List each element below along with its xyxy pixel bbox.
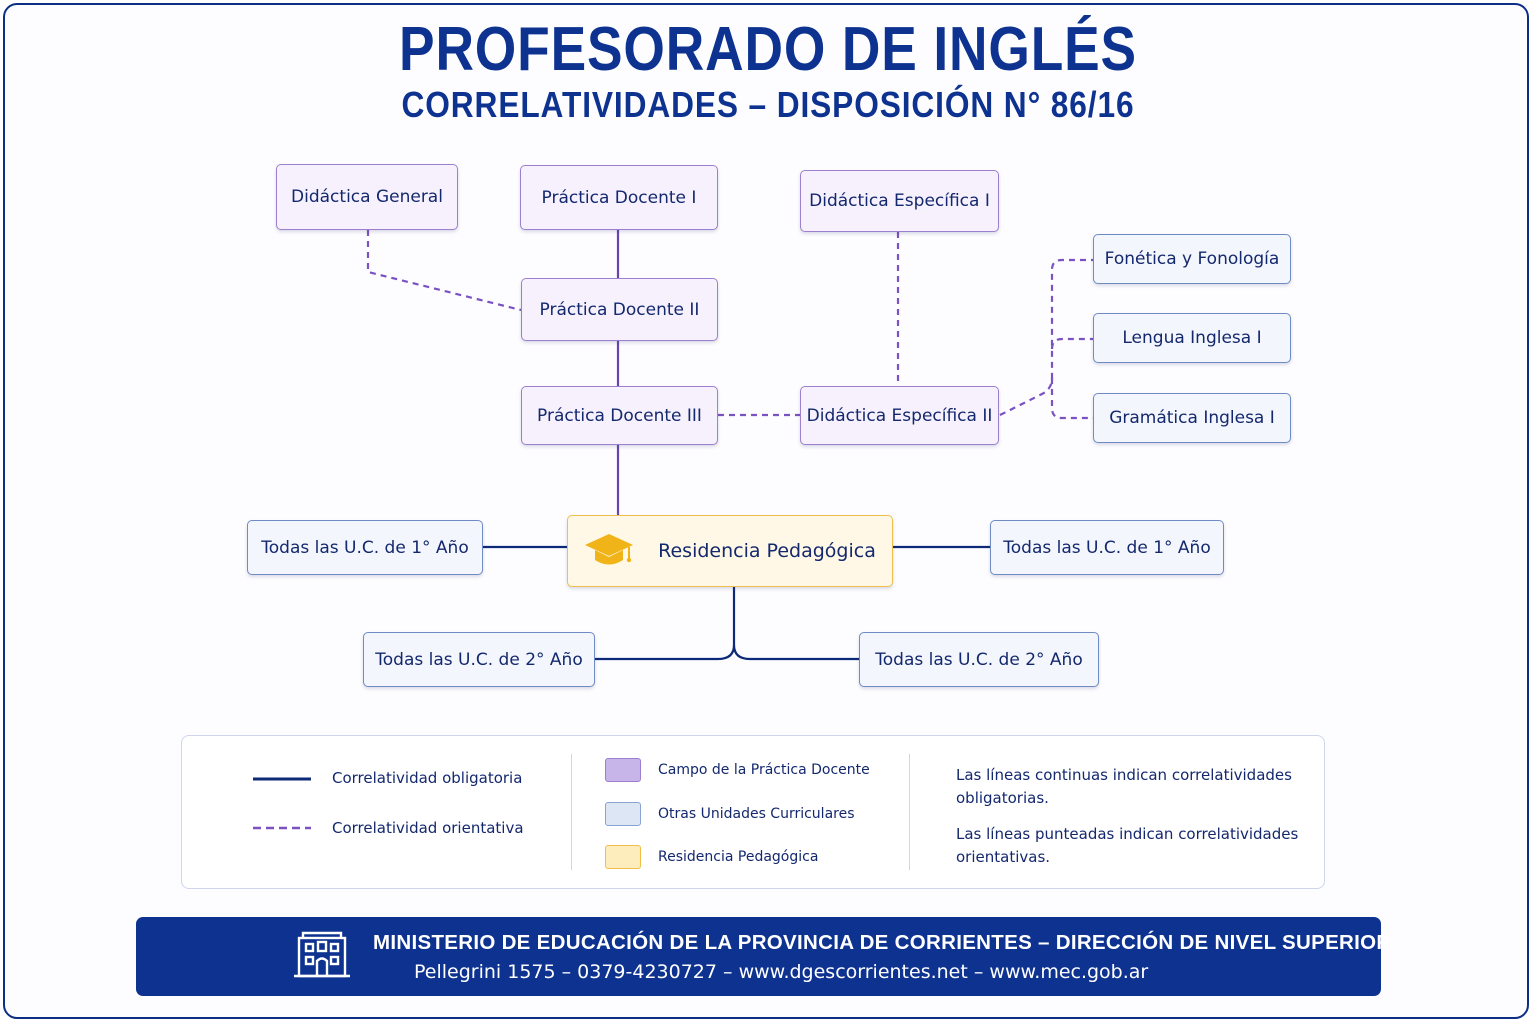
link-group-lengua [1050, 337, 1093, 350]
page-title: PROFESORADO DE INGLÉS [399, 15, 1137, 84]
legend-otras: Otras Unidades Curriculares [658, 806, 855, 822]
node-fonetica-y-fonologia: Fonética y Fonología [1093, 234, 1291, 284]
footer-contact: Pellegrini 1575 – 0379-4230727 – www.dge… [414, 961, 1149, 983]
note-dashed: Las líneas punteadas indican correlativi… [956, 825, 1299, 866]
building-icon [293, 930, 351, 984]
node-lengua-inglesa-1: Lengua Inglesa I [1093, 313, 1291, 363]
node-practica-docente-1: Práctica Docente I [520, 165, 718, 230]
footer-ministry: MINISTERIO DE EDUCACIÓN DE LA PROVINCIA … [373, 931, 1392, 954]
solid-line-swatch [253, 777, 311, 781]
legend-practica: Campo de la Práctica Docente [658, 762, 870, 778]
node-practica-docente-3: Práctica Docente III [521, 386, 718, 445]
node-uc-2-right: Todas las U.C. de 2° Año [859, 632, 1099, 687]
node-residencia-pedagogica: Residencia Pedagógica [567, 515, 893, 587]
residencia-swatch [605, 845, 641, 869]
node-didactica-general: Didáctica General [276, 164, 458, 230]
residencia-label: Residencia Pedagógica [658, 540, 876, 562]
legend-divider-2 [909, 754, 910, 870]
legend-panel: Correlatividad obligatoria Correlativida… [181, 735, 1325, 889]
link-dg-pd2 [366, 230, 522, 312]
node-didactica-especifica-1: Didáctica Específica I [800, 170, 999, 232]
page-subtitle: CORRELATIVIDADES – DISPOSICIÓN N° 86/16 [401, 84, 1135, 125]
legend-residencia: Residencia Pedagógica [658, 849, 819, 865]
node-uc-1-right: Todas las U.C. de 1° Año [990, 520, 1224, 575]
link-uc2-branch-right [732, 644, 859, 661]
graduation-cap-icon [584, 531, 634, 571]
node-uc-2-left: Todas las U.C. de 2° Año [363, 632, 595, 687]
node-uc-1-left: Todas las U.C. de 1° Año [247, 520, 483, 575]
link-uc2-branch [595, 587, 736, 661]
footer-bar: MINISTERIO DE EDUCACIÓN DE LA PROVINCIA … [136, 917, 1391, 996]
node-gramatica-inglesa-1: Gramática Inglesa I [1093, 393, 1291, 443]
node-didactica-especifica-2: Didáctica Específica II [800, 386, 999, 445]
dashed-line-swatch [253, 826, 311, 830]
practica-swatch [605, 758, 641, 782]
legend-obligatoria: Correlatividad obligatoria [332, 769, 523, 787]
link-de2-group [999, 258, 1093, 416]
link-group-gramatica [1050, 378, 1093, 420]
otras-swatch [605, 802, 641, 826]
legend-divider [571, 754, 572, 870]
legend-orientativa: Correlatividad orientativa [332, 819, 524, 837]
node-practica-docente-2: Práctica Docente II [521, 278, 718, 341]
note-solid: Las líneas continuas indican correlativi… [956, 766, 1292, 807]
